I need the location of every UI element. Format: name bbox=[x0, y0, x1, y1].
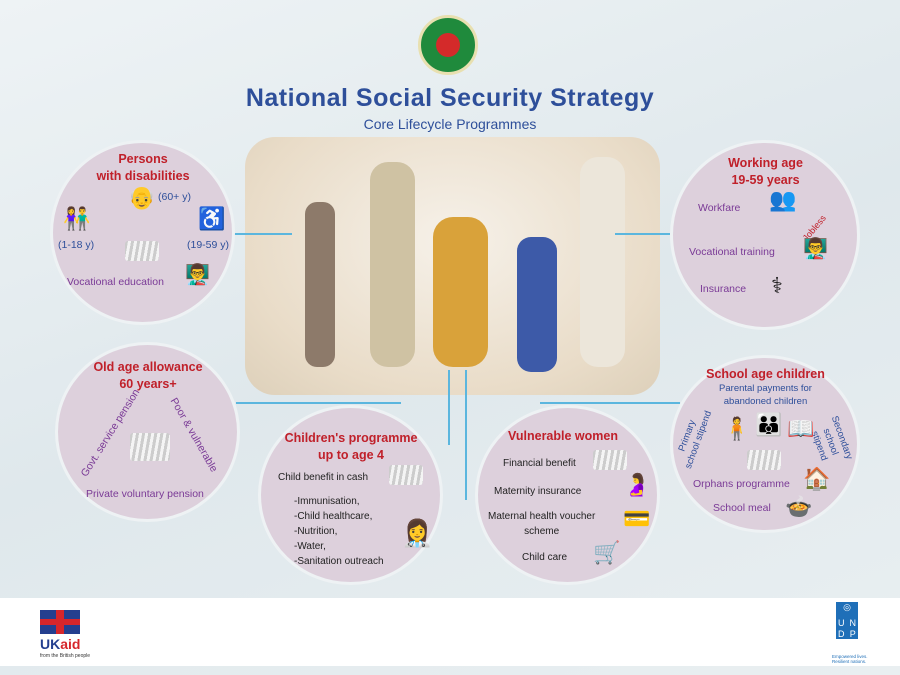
meal-bowl-icon: 🍲 bbox=[785, 494, 813, 519]
parental-line2: abandoned children bbox=[723, 396, 808, 407]
card-icon: 💳 bbox=[623, 506, 651, 531]
training-icon: 👨‍🏫 bbox=[803, 238, 828, 260]
old-age-title-line2: 60 years+ bbox=[119, 377, 177, 391]
cash-icon bbox=[593, 450, 627, 470]
school-meal-label: School meal bbox=[713, 502, 771, 514]
caduceus-icon: ⚕ bbox=[771, 273, 783, 298]
undp-letter: P bbox=[849, 629, 856, 639]
child-care-label: Child care bbox=[522, 552, 568, 563]
age-child-label: (1-18 y) bbox=[58, 239, 95, 251]
disabilities-title: Persons bbox=[118, 152, 168, 166]
insurance-label: Insurance bbox=[700, 283, 747, 295]
age-adult-label: (19-59 y) bbox=[187, 239, 230, 251]
old-age-title: Old age allowance bbox=[93, 360, 203, 374]
ukaid-aid: aid bbox=[60, 636, 81, 652]
voucher-label-line2: scheme bbox=[524, 526, 560, 537]
un-emblem-icon: ◎ bbox=[843, 602, 851, 612]
parental-payments-label: Parental payments for abandoned children bbox=[673, 382, 858, 408]
children-services-list: -Immunisation, -Child healthcare, -Nutri… bbox=[294, 494, 384, 569]
cash-icon bbox=[130, 433, 170, 461]
school-age-circle: School age children Parental payments fo… bbox=[670, 355, 860, 533]
nurse-crib-icon: 👩‍⚕️ bbox=[401, 518, 434, 548]
reading-student-icon: 📖 bbox=[787, 416, 815, 441]
poor-vulnerable-label: Poor & vulnerable bbox=[167, 395, 220, 475]
pregnant-woman-icon: 🤰 bbox=[623, 472, 651, 497]
student-icon: 🧍 bbox=[723, 416, 751, 441]
disabilities-circle: Persons with disabilities 👴 (60+ y) 👫 ♿ (… bbox=[50, 140, 235, 325]
connector-line bbox=[540, 402, 680, 404]
ukaid-uk: UK bbox=[40, 636, 61, 652]
service-item: -Sanitation outreach bbox=[294, 556, 384, 567]
undp-tagline: Empowered lives.Resilient nations. bbox=[832, 654, 868, 664]
connector-line bbox=[465, 370, 467, 500]
ukaid-logo: UKaid bbox=[40, 636, 80, 652]
family-icon: 👪 bbox=[755, 412, 783, 437]
women-title: Vulnerable women bbox=[508, 429, 618, 443]
child-benefit-label: Child benefit in cash bbox=[278, 472, 369, 483]
connector-line bbox=[448, 370, 450, 445]
children-title-line2: up to age 4 bbox=[318, 448, 384, 462]
uk-flag-icon bbox=[40, 610, 80, 634]
voucher-label: Maternal health voucher scheme bbox=[488, 509, 595, 539]
children-title: Children's programme bbox=[284, 431, 418, 445]
working-title: Working age bbox=[728, 156, 803, 170]
service-item: -Water, bbox=[294, 541, 326, 552]
cash-icon bbox=[125, 241, 159, 261]
maternity-insurance-label: Maternity insurance bbox=[494, 486, 582, 497]
training-icon: 👨‍🏫 bbox=[185, 264, 210, 286]
page-subtitle: Core Lifecycle Programmes bbox=[363, 116, 537, 132]
working-title-line2: 19-59 years bbox=[731, 173, 800, 187]
service-item: -Immunisation, bbox=[294, 496, 360, 507]
undp-tag-line1: Empowered lives. bbox=[832, 654, 868, 659]
voucher-label-line1: Maternal health voucher bbox=[488, 511, 596, 522]
service-item: -Nutrition, bbox=[294, 526, 338, 537]
workfare-label: Workfare bbox=[698, 202, 741, 214]
connector-line bbox=[615, 233, 670, 235]
vocational-training-label: Vocational training bbox=[689, 246, 775, 258]
age-old-label: (60+ y) bbox=[158, 191, 191, 203]
undp-letter: D bbox=[838, 629, 845, 639]
undp-letter: U bbox=[838, 618, 845, 628]
disabilities-title-line2: with disabilities bbox=[96, 169, 190, 183]
vocational-education-label: Vocational education bbox=[67, 276, 164, 288]
cash-icon bbox=[389, 465, 423, 485]
private-pension-label: Private voluntary pension bbox=[86, 488, 204, 500]
stroller-icon: 🛒 bbox=[593, 540, 621, 565]
wheelchair-icon: ♿ bbox=[198, 206, 226, 231]
connector-line bbox=[236, 402, 401, 404]
service-item: -Child healthcare, bbox=[294, 511, 373, 522]
orphanage-house-icon: 🏠 bbox=[803, 466, 831, 491]
children-icon: 👫 bbox=[63, 206, 91, 231]
undp-letter: N bbox=[849, 618, 857, 628]
parental-line1: Parental payments for bbox=[719, 383, 812, 394]
financial-benefit-label: Financial benefit bbox=[503, 458, 576, 469]
undp-tag-line2: Resilient nations. bbox=[832, 659, 867, 664]
jobless-people-icon: 👥 bbox=[769, 187, 797, 212]
ukaid-tagline: from the British people bbox=[40, 653, 91, 659]
vulnerable-women-circle: Vulnerable women Financial benefit Mater… bbox=[475, 405, 660, 585]
orphans-label: Orphans programme bbox=[693, 478, 790, 490]
cash-icon bbox=[747, 450, 781, 470]
elderly-couple-icon: 👴 bbox=[128, 185, 156, 210]
page-title: National Social Security Strategy bbox=[245, 84, 655, 112]
school-title: School age children bbox=[706, 367, 825, 381]
government-seal bbox=[418, 15, 478, 75]
children-programme-circle: Children's programme up to age 4 Child be… bbox=[258, 405, 443, 585]
connector-line bbox=[232, 233, 292, 235]
lifecycle-painting bbox=[245, 137, 660, 395]
